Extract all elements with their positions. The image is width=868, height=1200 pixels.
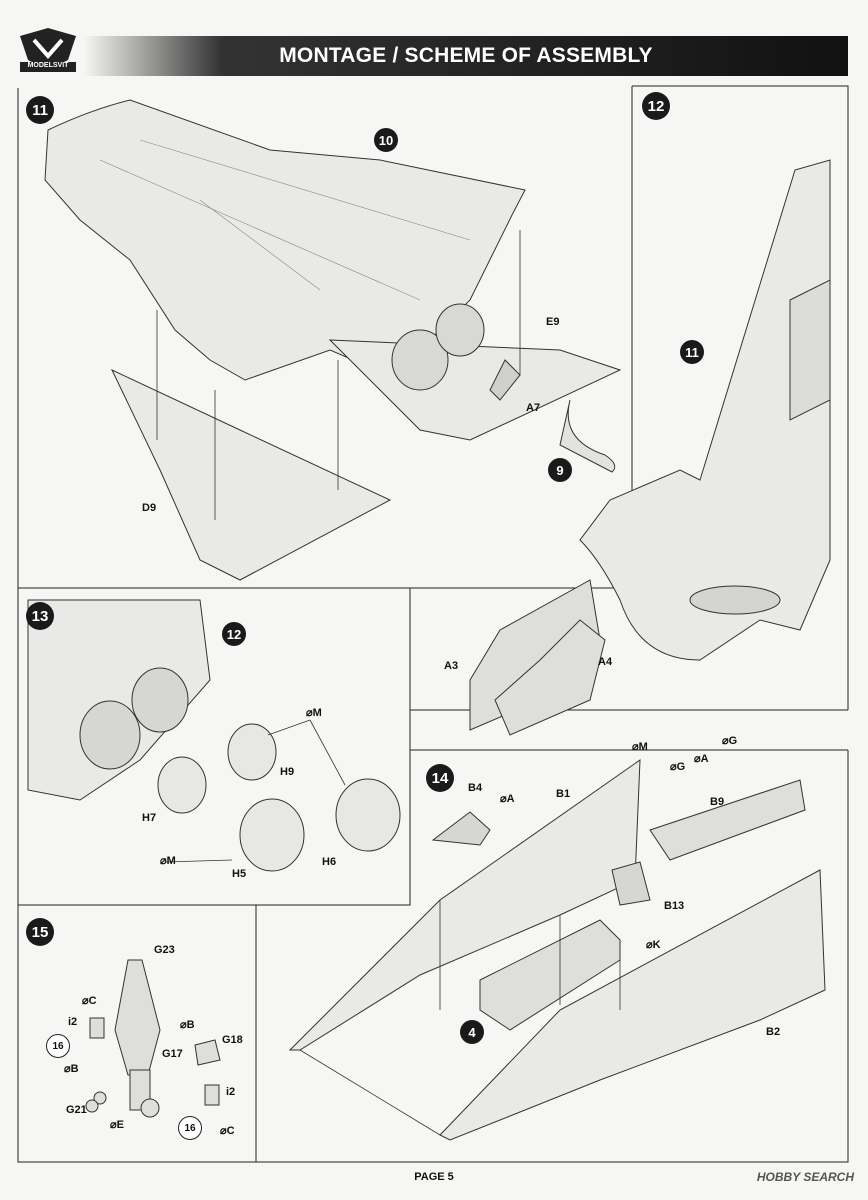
- part-label: B9: [710, 796, 725, 808]
- part-label: H7: [142, 812, 157, 824]
- part-label: B1: [556, 788, 571, 800]
- part-label: i2: [226, 1086, 236, 1098]
- paint-label: ⌀B: [180, 1019, 195, 1031]
- ref-16-marker: 16: [46, 1034, 70, 1058]
- part-label: D9: [142, 502, 157, 514]
- part-label: B2: [766, 1026, 781, 1038]
- page-number: PAGE 5: [414, 1171, 454, 1183]
- part-label: i2: [68, 1016, 78, 1028]
- brand-logo: MODELSVIT: [14, 26, 82, 82]
- paint-label: ⌀C: [82, 995, 97, 1007]
- paint-label: ⌀M: [160, 855, 176, 867]
- part-label: G21: [66, 1104, 87, 1116]
- paint-label: ⌀M: [306, 707, 322, 719]
- ref-4-marker: 4: [460, 1020, 484, 1044]
- step-14-marker: 14: [426, 764, 454, 792]
- part-label: H9: [280, 766, 295, 778]
- watermark: HOBBY SEARCH: [756, 1170, 854, 1184]
- part-label: B4: [468, 782, 483, 794]
- part-label: G17: [162, 1048, 183, 1060]
- part-label: A4: [598, 656, 613, 668]
- ref-9-marker: 9: [548, 458, 572, 482]
- paint-label: ⌀G: [670, 761, 686, 773]
- part-label: E9: [546, 316, 560, 328]
- step-11-marker: 11: [26, 96, 54, 124]
- logo-text: MODELSVIT: [27, 62, 69, 69]
- paint-label: ⌀C: [220, 1125, 235, 1137]
- part-label: H5: [232, 868, 247, 880]
- part-label: A3: [444, 660, 459, 672]
- ref-10-marker: 10: [374, 128, 398, 152]
- paint-label: ⌀K: [646, 939, 661, 951]
- paint-label: ⌀A: [694, 753, 709, 765]
- step-13-marker: 13: [26, 602, 54, 630]
- paint-label: ⌀E: [110, 1119, 124, 1131]
- page-title: MONTAGE / SCHEME OF ASSEMBLY: [279, 44, 653, 67]
- part-label: H6: [322, 856, 337, 868]
- ref-12-marker: 12: [222, 622, 246, 646]
- paint-label: ⌀G: [722, 735, 738, 747]
- title-bar: MONTAGE / SCHEME OF ASSEMBLY: [84, 36, 848, 76]
- part-label: G23: [154, 944, 175, 956]
- part-label: A7: [526, 402, 541, 414]
- step-15-marker: 15: [26, 918, 54, 946]
- paint-label: ⌀A: [500, 793, 515, 805]
- ref-11-marker: 11: [680, 340, 704, 364]
- part-label: G18: [222, 1034, 243, 1046]
- part-label: B13: [664, 900, 685, 912]
- paint-label: ⌀B: [64, 1063, 79, 1075]
- ref-16-marker: 16: [178, 1116, 202, 1140]
- paint-label: ⌀M: [632, 741, 648, 753]
- step-12-marker: 12: [642, 92, 670, 120]
